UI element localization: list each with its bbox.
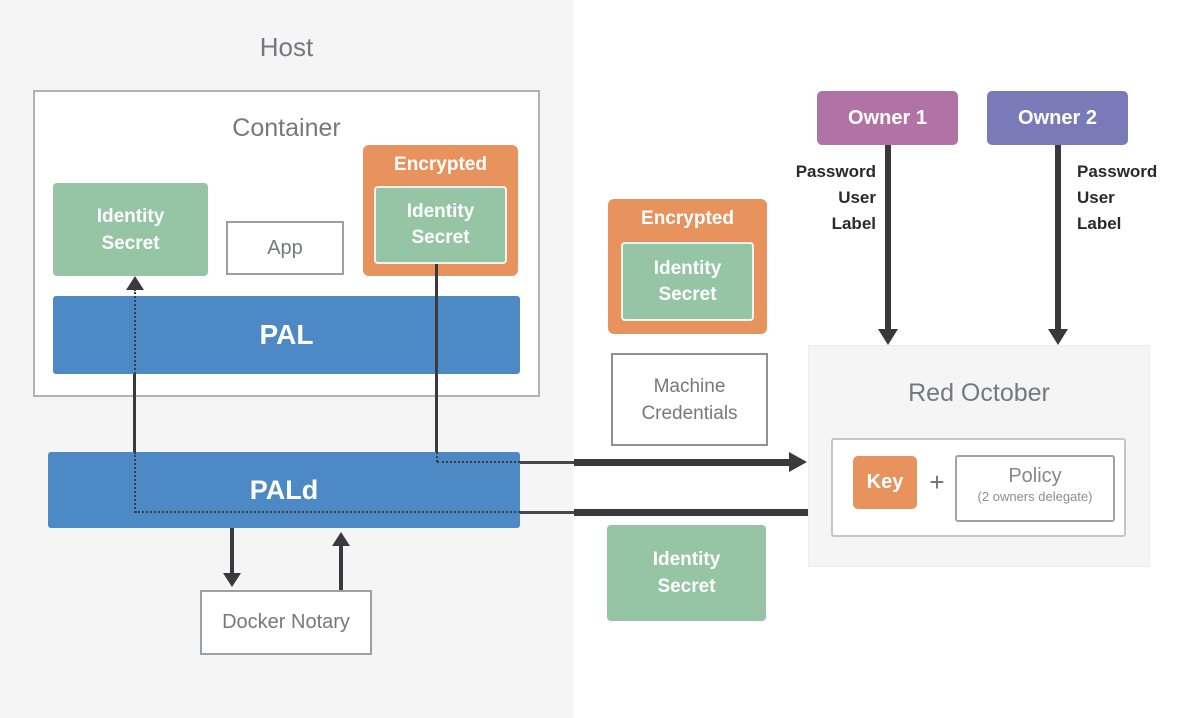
arrow-notary-to-pald-head [332,532,350,546]
identity-secret-line2: Secret [657,576,716,597]
identity-secret-line1: Identity [406,201,475,222]
line-identity-dotted-in-pald [134,452,136,513]
identity-secret-line1: Identity [652,549,721,570]
pal-label: PAL [259,319,314,350]
arrow-notary-to-pald-stem [339,545,343,590]
owner1-box: Owner 1 [817,91,958,145]
line-encrypted-secret-to-pald [435,264,438,452]
machine-credentials-line1: Machine [653,375,726,397]
container-identity-secret-box: Identity Secret [53,183,208,276]
arrow-pald-to-notary-head [223,573,241,587]
host-title: Host [259,32,314,62]
encrypted-title: Encrypted [641,208,734,229]
middle-identity-secret-box: Identity Secret [607,525,766,621]
encrypted-title: Encrypted [394,154,487,175]
app-box: App [226,221,344,275]
app-label: App [267,236,303,259]
line-identity-solid-segment [133,374,136,452]
identity-secret-line2: Secret [411,227,470,248]
pald-label: PALd [249,474,319,505]
owner1-label: Owner 1 [848,106,927,129]
middle-encrypted-box: Encrypted Identity Secret [608,199,767,334]
policy-title: Policy [1008,465,1062,487]
annotation-line2: User [1077,188,1115,207]
pald-bar: PALd [48,452,520,528]
container-encrypted-box: Encrypted Identity Secret [363,145,518,276]
connector-bottom-thick [574,509,808,516]
connector-bottom-thin [520,511,576,514]
identity-secret-line1: Identity [653,257,722,279]
owner2-box: Owner 2 [987,91,1128,145]
arrow-pald-to-notary-stem [230,528,234,575]
annotation-line3: Label [831,214,876,233]
key-box: Key [853,456,917,509]
red-october-title: Red October [908,379,1050,407]
annotation-line3: Label [1077,214,1122,233]
arrow-owner2-head [1048,329,1068,345]
plus-sign: + [929,467,945,497]
owner2-label: Owner 2 [1018,106,1097,129]
red-october-panel: Red October Key + Policy (2 owners deleg… [808,345,1150,567]
connector-top-thin [520,461,576,464]
annotation-line2: User [838,188,876,207]
annotation-line1: Password [795,162,876,181]
line-encrypted-dotted-in-pald [436,452,438,462]
identity-secret-line2: Secret [658,283,717,305]
owner2-annotation: Password User Label [1077,159,1187,237]
encrypted-identity-secret-box: Identity Secret [374,186,507,264]
arrow-owner1-stem [885,145,891,330]
annotation-line1: Password [1077,162,1158,181]
policy-box: Policy (2 owners delegate) [955,455,1115,522]
policy-subtitle: (2 owners delegate) [977,489,1093,504]
middle-encrypted-identity-secret-box: Identity Secret [621,242,754,321]
arrowhead-to-identity-secret [126,276,144,290]
arrow-owner1-head [878,329,898,345]
connector-top-thick [574,459,790,466]
machine-credentials-box: Machine Credentials [611,353,768,446]
container-title: Container [232,114,341,142]
key-policy-group: Key + Policy (2 owners delegate) [831,438,1126,537]
owner1-annotation: Password User Label [766,159,876,237]
line-dotted-pald-bottom [135,511,520,513]
identity-secret-line1: Identity [96,205,165,227]
line-dotted-pald-top [437,461,520,463]
docker-notary-box: Docker Notary [200,590,372,655]
identity-secret-line2: Secret [101,232,160,254]
arrow-pald-to-red-october-head [789,452,807,472]
pal-bar: PAL [53,296,520,374]
machine-credentials-line2: Credentials [641,402,738,424]
line-identity-dotted-through-pal [134,289,136,374]
host-panel: Host Container Identity Secret App Encry… [0,0,573,718]
key-label: Key [866,471,904,493]
arrow-owner2-stem [1055,145,1061,330]
docker-notary-label: Docker Notary [222,611,350,633]
